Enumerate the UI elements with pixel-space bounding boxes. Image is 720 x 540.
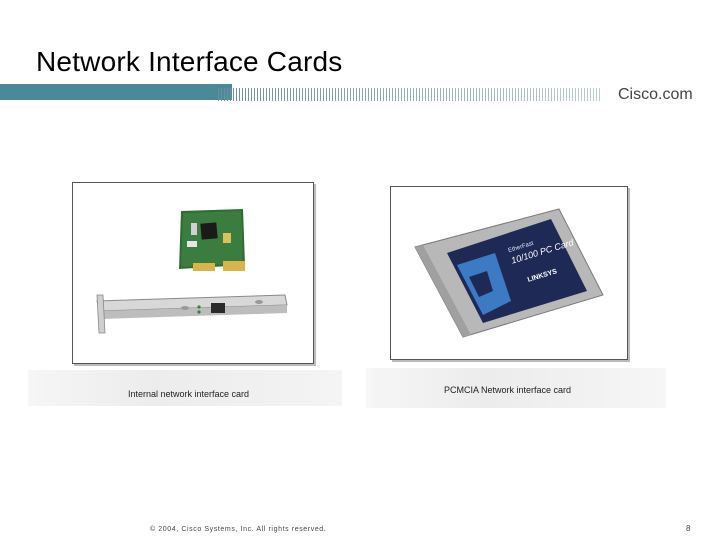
header-band: [0, 84, 232, 100]
pcmcia-nic-image: EtherFast 10/100 PC Card LINKSYS: [414, 208, 604, 338]
page-number: 8: [686, 524, 691, 533]
caption-internal-nic: Internal network interface card: [128, 389, 250, 399]
caption-background-pcmcia: [366, 368, 666, 408]
pcmcia-nic-image-frame: EtherFast 10/100 PC Card LINKSYS: [390, 186, 628, 360]
internal-nic-image: [96, 209, 288, 334]
caption-background-internal: [28, 370, 342, 406]
slide-title: Network Interface Cards: [36, 46, 343, 77]
copyright-footer: © 2004, Cisco Systems, Inc. All rights r…: [150, 526, 327, 533]
caption-pcmcia-nic: PCMCIA Network interface card: [444, 385, 572, 395]
internal-nic-image-frame: [72, 182, 314, 364]
cisco-logo: Cisco.com: [618, 86, 693, 103]
